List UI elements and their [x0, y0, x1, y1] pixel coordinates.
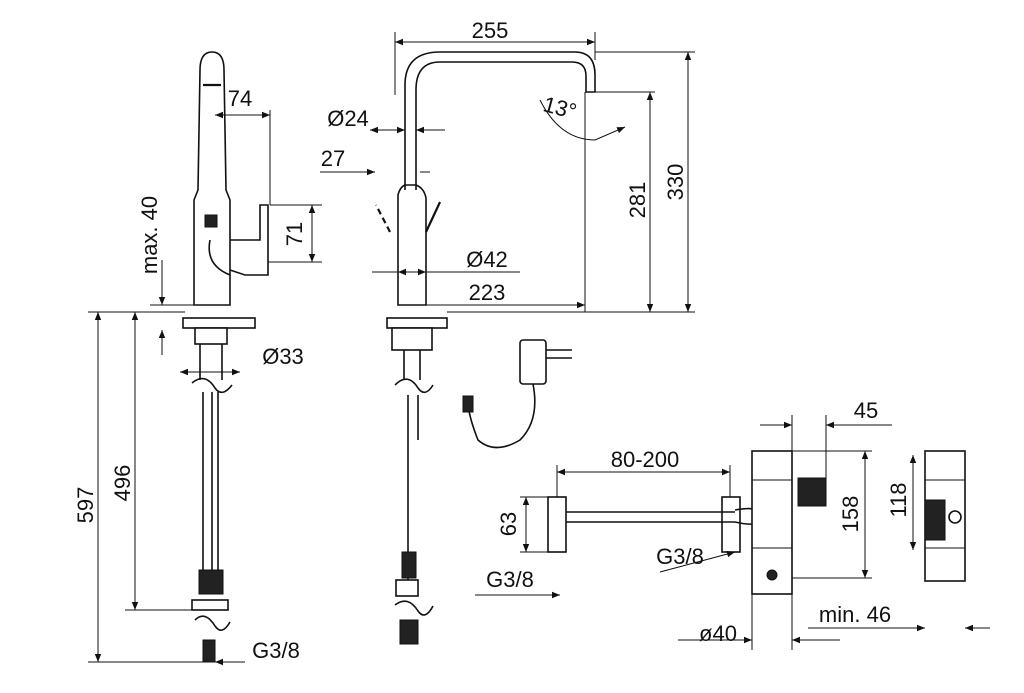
dim-lever-offset: 27: [321, 146, 345, 171]
dim-body-diameter: Ø42: [466, 247, 508, 272]
dim-outlet-height: 281: [625, 182, 650, 219]
dim-thread-hose: G3/8: [252, 638, 300, 663]
dim-min-clearance: min. 46: [819, 602, 891, 627]
dim-spout-reach: 255: [472, 18, 509, 43]
dim-box-height: 158: [838, 496, 863, 533]
dim-total-length: 597: [73, 487, 98, 524]
dimension-labels: 255 74 Ø24 27 max. 40 71 13° 281 330 Ø42…: [73, 18, 911, 663]
dim-pipe-diameter: ø40: [699, 621, 737, 646]
dim-sensor-offset: 74: [228, 86, 252, 111]
dim-thread-inlet: G3/8: [486, 567, 534, 592]
dim-hose-length: 496: [110, 465, 135, 502]
dim-box-depth: 45: [854, 398, 878, 423]
dim-valve-height: 63: [496, 512, 521, 536]
faucet-side-view: [182, 51, 269, 663]
dim-box-inner-height: 118: [886, 482, 911, 517]
dim-thread-mixer: G3/8: [656, 544, 704, 569]
dim-spout-angle: 13°: [541, 91, 580, 124]
faucet-front-view: [375, 51, 596, 645]
dim-total-height: 330: [663, 164, 688, 201]
dim-lever-height: 71: [282, 222, 307, 246]
dimension-lines: [88, 32, 990, 666]
dim-max-deck-thickness: max. 40: [137, 196, 162, 274]
dim-mixer-distance: 80-200: [611, 447, 680, 472]
dim-spout-diameter: Ø24: [327, 106, 369, 131]
mixing-valve-assembly: [547, 450, 966, 595]
power-adapter: [462, 339, 572, 449]
dim-outlet-projection: 223: [469, 280, 506, 305]
dim-shank-diameter: Ø33: [262, 344, 304, 369]
